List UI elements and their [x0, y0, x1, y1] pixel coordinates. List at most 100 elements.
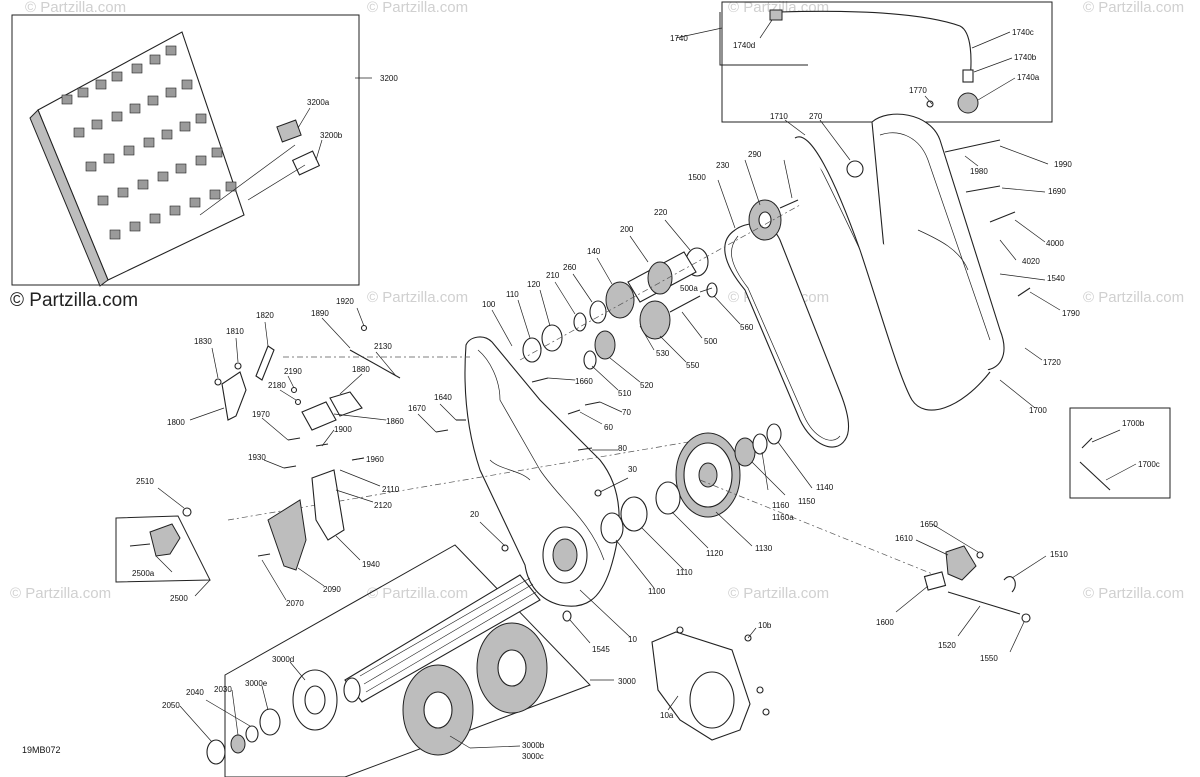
spring-1510	[1003, 576, 1016, 593]
drive-sprocket-3000c-hub	[497, 649, 527, 687]
part-label: 3000c	[522, 752, 544, 761]
seal-110	[522, 337, 542, 363]
part-label: 100	[482, 300, 496, 309]
bolt-1830	[214, 378, 222, 386]
diagram-code: 19MB072	[22, 745, 61, 755]
bolt-70	[584, 401, 601, 406]
part-label: 1600	[876, 618, 894, 627]
cable-end-1740d	[769, 9, 783, 21]
part-label: 2190	[284, 367, 302, 376]
part-label: 2040	[186, 688, 204, 697]
track-detail-frame	[11, 14, 360, 286]
part-labels: 3200 3200a 3200b 1740 1740d 1740c 1740b …	[132, 28, 1160, 761]
bolt-1660	[531, 377, 549, 383]
clip-1650	[976, 551, 984, 559]
watermark-layer: © Partzilla.com © Partzilla.com © Partzi…	[10, 0, 1184, 602]
part-label: 3200	[380, 74, 398, 83]
part-label: 2030	[214, 685, 232, 694]
part-label: 1100	[648, 587, 666, 596]
track-cleats	[61, 45, 237, 240]
ring-560	[706, 282, 718, 298]
bracket-1880	[329, 391, 363, 417]
part-label: 1740	[670, 34, 688, 43]
cable	[779, 10, 972, 81]
arm-1820	[255, 345, 275, 381]
bolt-2070	[257, 553, 271, 557]
part-label: 1970	[252, 410, 270, 419]
part-label: 3000b	[522, 741, 545, 750]
bearing-2030	[230, 734, 246, 754]
plug-20	[501, 544, 509, 552]
bolt-1990	[944, 139, 1001, 153]
shaft-200-splines	[647, 261, 673, 295]
part-label: 1820	[256, 311, 274, 320]
part-label: 1980	[970, 167, 988, 176]
part-label: 1700b	[1122, 419, 1145, 428]
washer-510	[583, 350, 597, 370]
watermark: © Partzilla.com	[367, 585, 468, 602]
chaincase-cover	[784, 95, 1061, 411]
part-label: 1510	[1050, 550, 1068, 559]
part-label: 210	[546, 271, 560, 280]
part-label: 520	[640, 381, 654, 390]
part-label: 220	[654, 208, 668, 217]
watermark: © Partzilla.com	[1083, 0, 1184, 16]
clip-detail-frame	[1069, 407, 1171, 499]
screw-1920	[360, 324, 368, 332]
part-label: 10b	[758, 621, 772, 630]
outer-cover-group	[651, 626, 770, 741]
part-label: 140	[587, 247, 601, 256]
part-label: 2110	[382, 485, 400, 494]
part-label: 1690	[1048, 187, 1066, 196]
part-label: 1960	[366, 455, 384, 464]
part-label: 1720	[1043, 358, 1061, 367]
rod-1520	[947, 591, 1021, 615]
track-stud-3200b	[291, 150, 321, 176]
adjuster-1740a	[957, 92, 979, 114]
watermark: © Partzilla.com	[728, 585, 829, 602]
part-label: 1140	[816, 483, 834, 492]
seal-1770	[926, 100, 934, 108]
shift-linkage	[189, 307, 401, 601]
part-label: 2090	[323, 585, 341, 594]
part-label: 1700c	[1138, 460, 1160, 469]
part-label: 500	[704, 337, 718, 346]
part-label: 120	[527, 280, 541, 289]
part-label: 1160a	[772, 513, 794, 522]
part-label: 20	[470, 510, 479, 519]
drive-sprocket-3000b-hub	[423, 691, 453, 729]
part-label: 1770	[909, 86, 927, 95]
part-label: 1920	[336, 297, 354, 306]
tensioner-group	[895, 523, 1047, 653]
part-label: 1740b	[1014, 53, 1037, 62]
part-label: 1545	[592, 645, 610, 654]
axle-end	[343, 677, 361, 703]
nut-2180	[294, 398, 302, 406]
gear-1130-hub	[698, 462, 718, 488]
part-label: 1710	[770, 112, 788, 121]
part-label: 1740a	[1017, 73, 1040, 82]
watermark: © Partzilla.com	[367, 0, 468, 16]
bolt-1790	[1017, 287, 1031, 297]
watermark: © Partzilla.com	[10, 585, 111, 602]
part-label: 2180	[268, 381, 286, 390]
plate-2090	[267, 499, 307, 571]
part-label: 290	[748, 150, 762, 159]
ring-210	[573, 312, 587, 332]
part-label: 1860	[386, 417, 404, 426]
part-label: 1790	[1062, 309, 1080, 318]
shaft-500	[669, 295, 701, 313]
washer-1150	[752, 433, 768, 455]
part-label: 3000e	[245, 679, 268, 688]
clip-detail-box	[1069, 407, 1171, 499]
part-label: 550	[686, 361, 700, 370]
part-label: 110	[506, 290, 519, 299]
gear-550	[639, 300, 671, 340]
lower-gear-stack	[600, 423, 936, 589]
bolt-80	[577, 447, 593, 451]
nut-1810	[234, 362, 242, 370]
gasket-1710	[794, 136, 991, 411]
part-label: 10a	[660, 711, 674, 720]
part-label: 2070	[286, 599, 304, 608]
seal-1100	[600, 512, 624, 544]
